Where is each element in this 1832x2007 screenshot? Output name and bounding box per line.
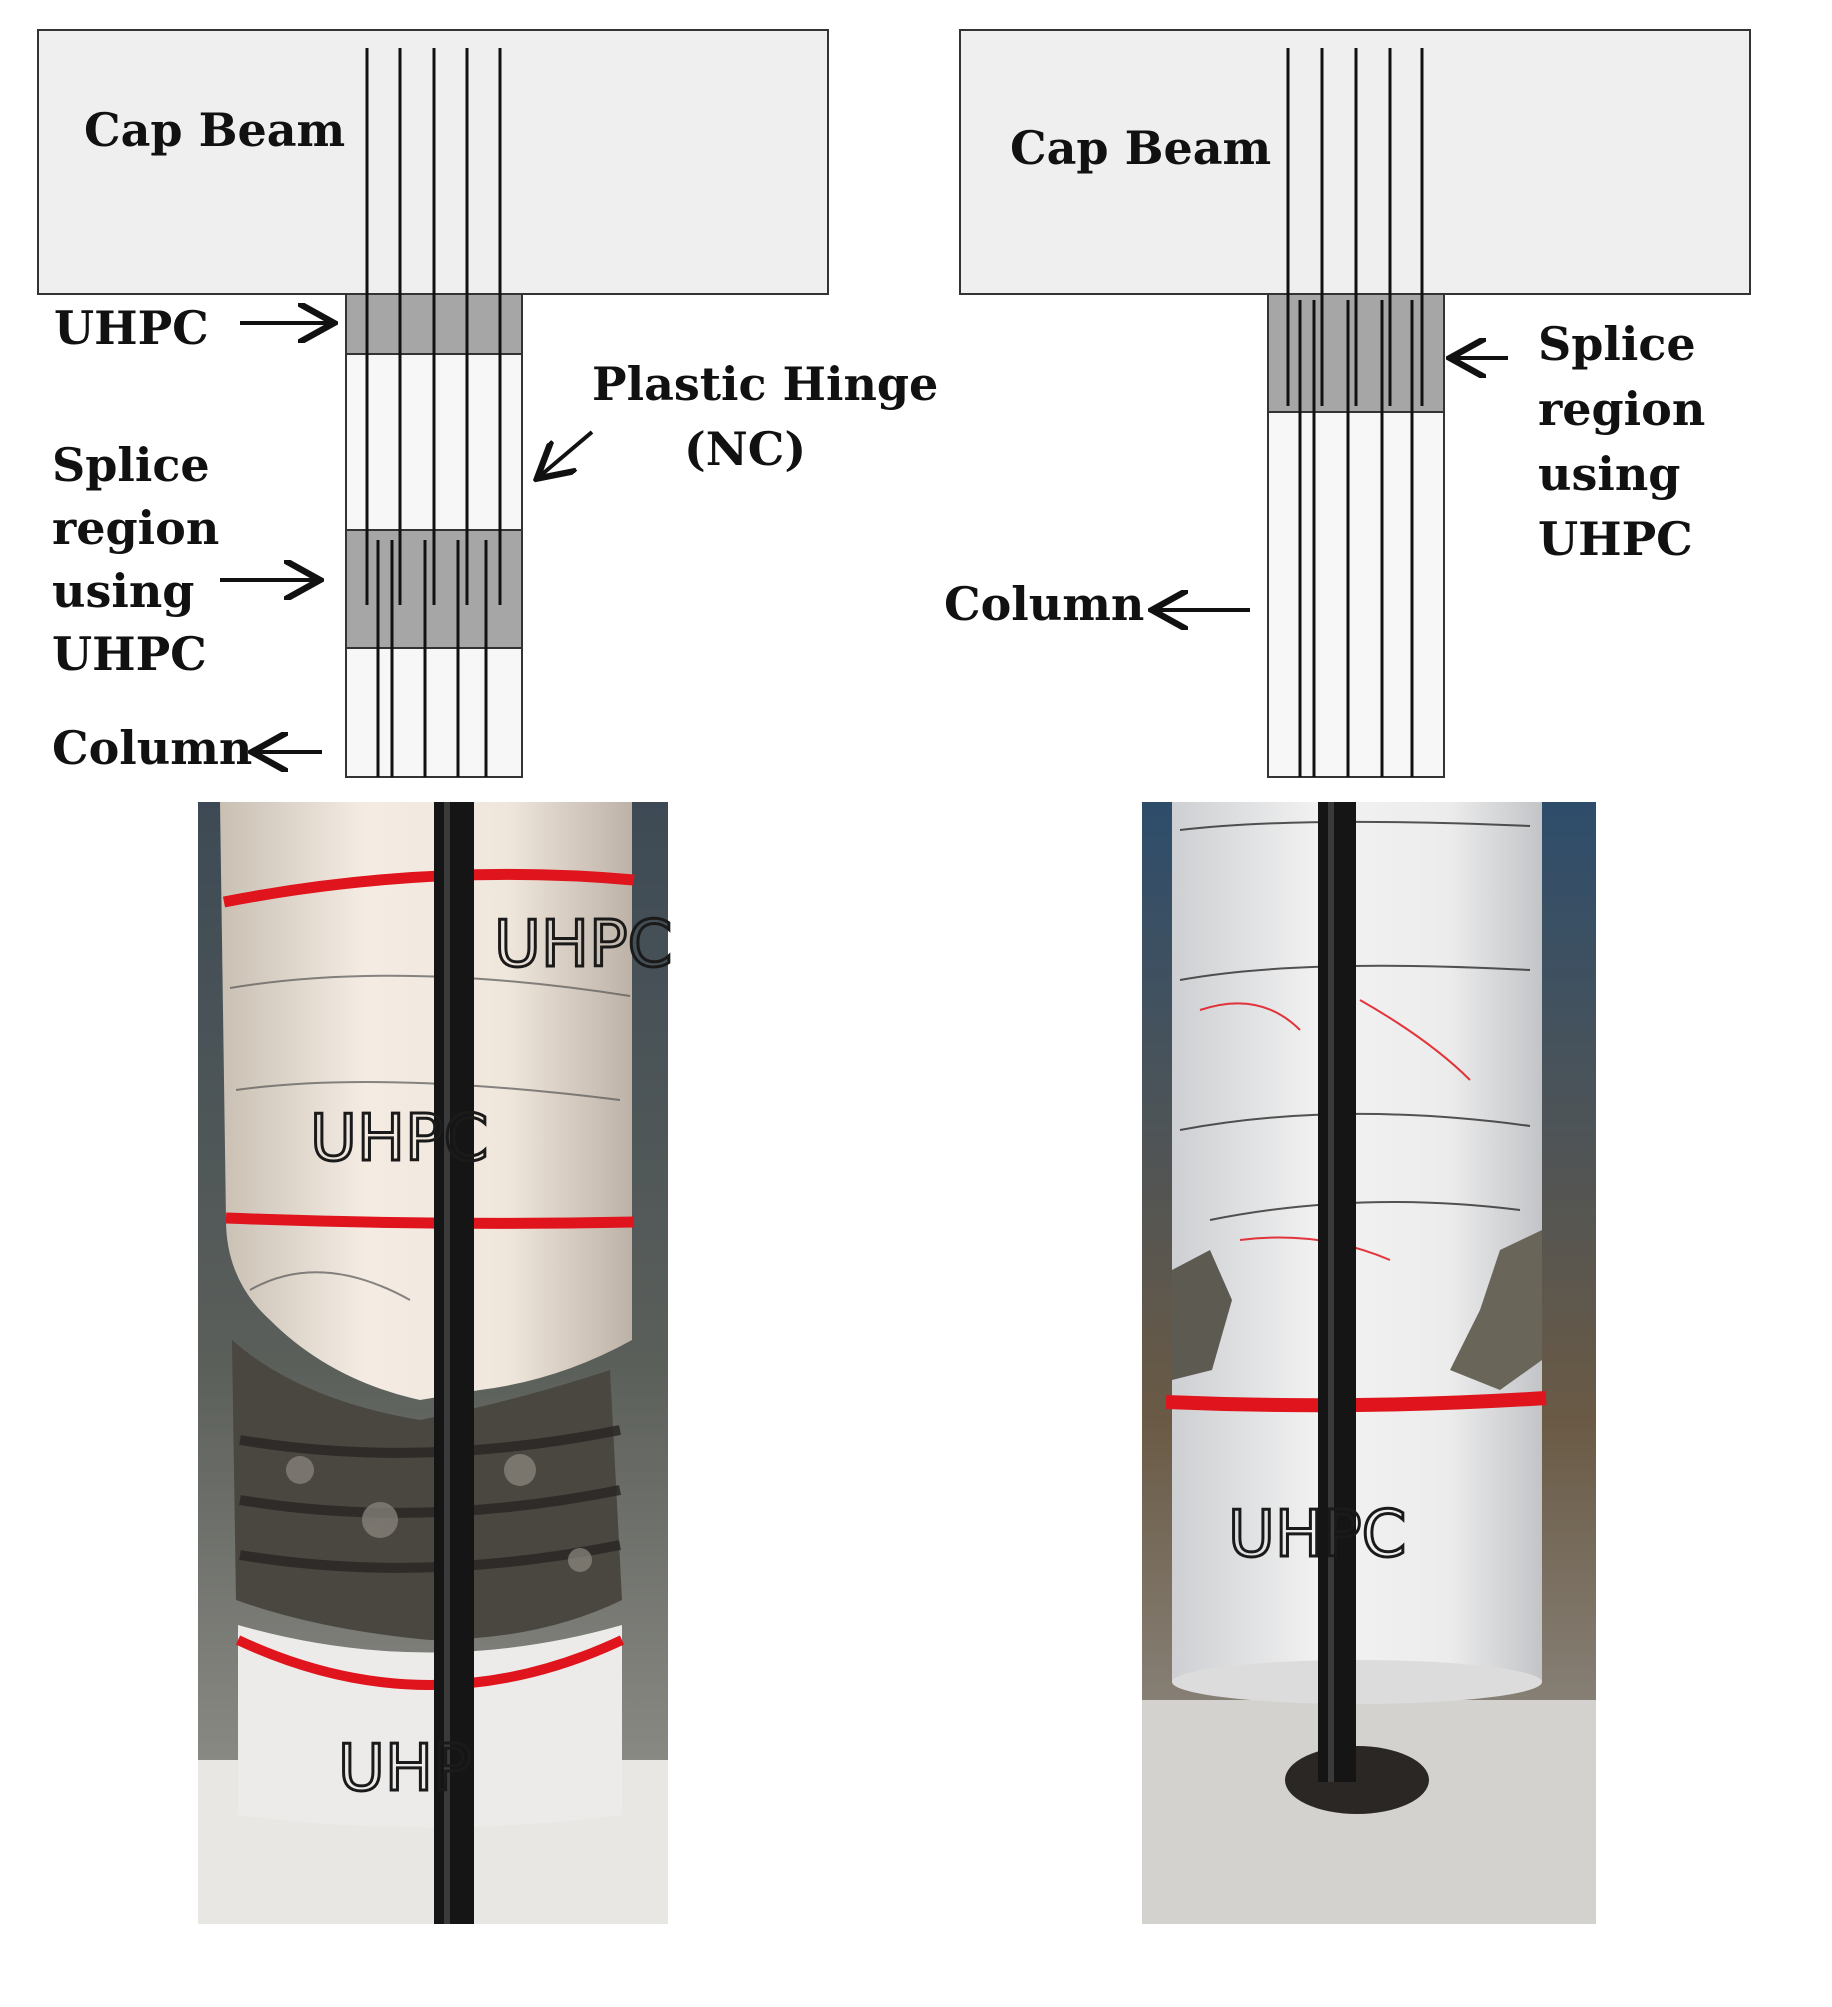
right-photo: UHPC — [1142, 802, 1596, 1924]
plastic-hinge-arrow — [540, 432, 592, 476]
right-splice-label-2: region — [1538, 382, 1705, 436]
left-photo-mark-2: UHPC — [310, 1102, 488, 1176]
left-photo: UHPC UHPC UHP — [198, 802, 672, 1924]
left-column-label: Column — [52, 721, 252, 775]
right-diagram: Cap Beam Splice region using UHPC Column — [944, 30, 1750, 777]
left-splice-label-3: using — [52, 564, 194, 618]
left-photo-mark-3: UHP — [338, 1732, 472, 1806]
plastic-hinge-nc-label: (NC) — [684, 422, 806, 476]
left-photo-mark-1: UHPC — [494, 908, 672, 982]
left-splice-label-4: UHPC — [52, 627, 207, 681]
plastic-hinge-label: Plastic Hinge — [592, 357, 938, 411]
right-splice-label-4: UHPC — [1538, 512, 1693, 566]
right-photo-mark-1: UHPC — [1228, 1498, 1406, 1572]
left-splice-label-2: region — [52, 501, 219, 555]
right-cap-beam-label: Cap Beam — [1010, 121, 1271, 175]
right-splice-label-3: using — [1538, 447, 1680, 501]
left-cap-beam-label: Cap Beam — [84, 103, 345, 157]
left-splice-label-1: Splice — [52, 438, 210, 492]
right-photo-threaded-rod — [1318, 802, 1356, 1782]
left-photo-red-tape-mid — [226, 1218, 634, 1223]
left-uhpc-label: UHPC — [54, 301, 209, 355]
right-column-label: Column — [944, 577, 1144, 631]
right-splice-label-1: Splice — [1538, 317, 1696, 371]
left-diagram: Cap Beam UHPC Plastic Hinge (NC) Splice — [38, 30, 938, 777]
